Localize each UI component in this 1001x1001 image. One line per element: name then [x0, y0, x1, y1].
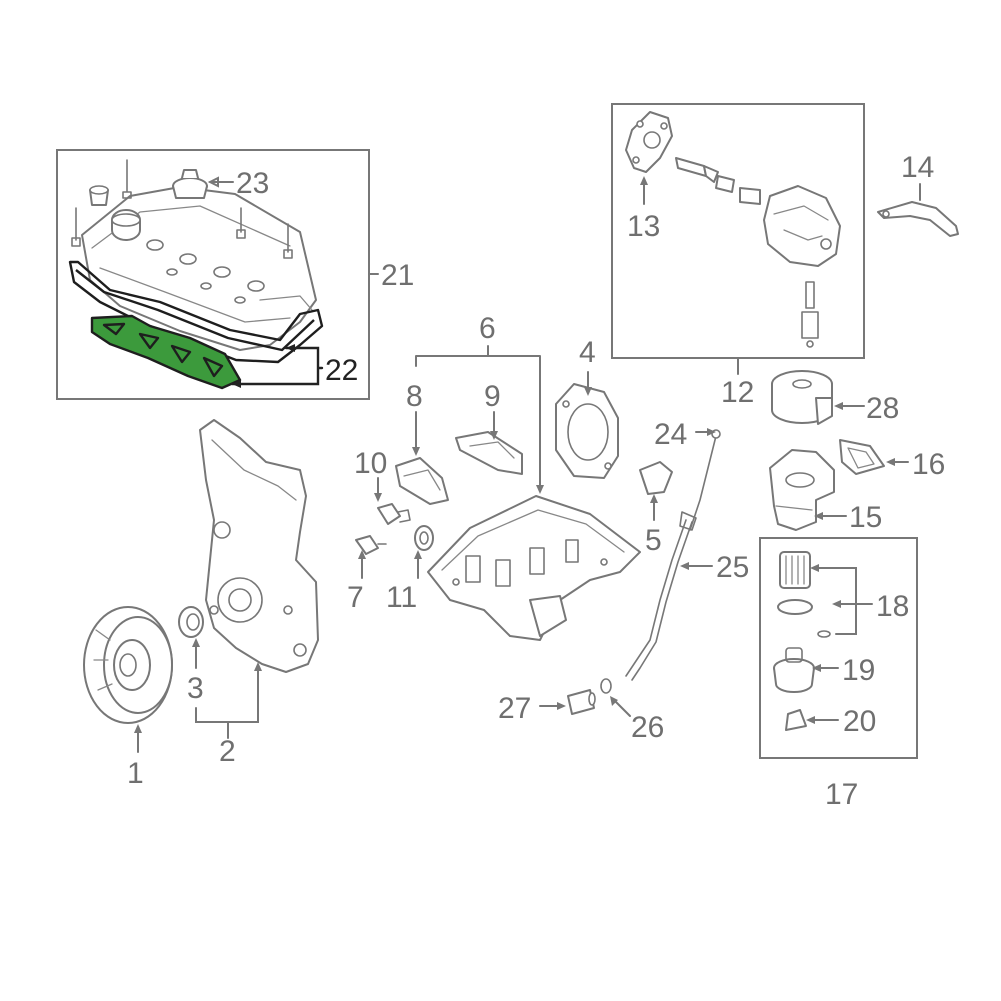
callout-2: 2: [219, 735, 236, 768]
callout-10: 10: [354, 447, 387, 480]
oil-cooler[interactable]: [771, 370, 833, 425]
o-ring-small[interactable]: [817, 630, 831, 638]
rear-oil-seal-housing[interactable]: [555, 383, 619, 479]
part-5-bracket[interactable]: [639, 461, 673, 495]
callout-28: 28: [866, 392, 899, 425]
pump-cover-plate[interactable]: [625, 111, 673, 173]
callout-27: 27: [498, 692, 531, 725]
callout-1: 1: [127, 757, 144, 790]
part-27-fitting[interactable]: [567, 689, 596, 715]
valve-cover-group: [56, 149, 370, 400]
oil-cooler-gasket[interactable]: [839, 439, 885, 475]
callout-7: 7: [347, 581, 364, 614]
callout-5: 5: [645, 524, 662, 557]
oil-baffle-8[interactable]: [395, 457, 449, 505]
oil-pump-group: [611, 103, 865, 359]
oil-pan[interactable]: [427, 495, 641, 641]
o-ring-large[interactable]: [777, 599, 813, 615]
callout-25: 25: [716, 551, 749, 584]
front-crank-seal[interactable]: [178, 606, 204, 638]
callout-3: 3: [187, 672, 204, 705]
oil-dipstick[interactable]: [689, 429, 721, 531]
washer-11[interactable]: [414, 525, 434, 551]
callout-11: 11: [386, 581, 417, 614]
leader-18: [815, 567, 873, 635]
filter-element[interactable]: [779, 551, 811, 589]
pump-body[interactable]: [763, 185, 841, 267]
callout-15: 15: [849, 501, 882, 534]
oil-pressure-switch[interactable]: [377, 503, 411, 525]
relief-valve[interactable]: [801, 281, 819, 348]
valve-cover-bolts[interactable]: [71, 159, 293, 259]
dipstick-tube[interactable]: [625, 511, 697, 681]
callout-23: 23: [236, 167, 269, 200]
drain-plug[interactable]: [785, 709, 807, 731]
leader-26: [613, 699, 631, 717]
bracket-14[interactable]: [877, 201, 959, 237]
callout-labels: 1 2 3 4 5 6 7 8 9 10 11 12 13 14 15 16 1…: [127, 151, 945, 811]
callout-6: 6: [479, 312, 496, 345]
callout-19: 19: [842, 654, 875, 687]
callout-8: 8: [406, 380, 423, 413]
o-ring-26[interactable]: [600, 678, 612, 694]
valve-cover[interactable]: [81, 186, 317, 351]
drain-bolt-7[interactable]: [355, 535, 387, 555]
callout-14: 14: [901, 151, 934, 184]
callout-16: 16: [912, 448, 945, 481]
leader-2: [195, 667, 259, 739]
timing-chain-cover[interactable]: [199, 419, 319, 673]
pump-shaft[interactable]: [675, 157, 761, 205]
crankshaft-pulley[interactable]: [83, 606, 173, 724]
oil-baffle-9[interactable]: [455, 431, 523, 475]
callout-12: 12: [721, 376, 754, 409]
leader-6: [415, 345, 541, 489]
oil-filter-group: [759, 537, 918, 759]
group-box-17: [759, 537, 918, 759]
callout-26: 26: [631, 711, 664, 744]
callout-4: 4: [579, 336, 596, 369]
callout-9: 9: [484, 380, 501, 413]
oil-filter-housing[interactable]: [769, 449, 835, 531]
leader-22: [230, 346, 324, 386]
callout-18: 18: [876, 590, 909, 623]
callout-20: 20: [843, 705, 876, 738]
oil-filler-cap[interactable]: [172, 169, 208, 199]
grommet[interactable]: [89, 185, 109, 206]
filter-cap[interactable]: [773, 647, 815, 693]
callout-21: 21: [381, 259, 414, 292]
callout-24: 24: [654, 418, 687, 451]
callout-17: 17: [825, 778, 858, 811]
callout-13: 13: [627, 210, 660, 243]
callout-22: 22: [325, 354, 358, 387]
